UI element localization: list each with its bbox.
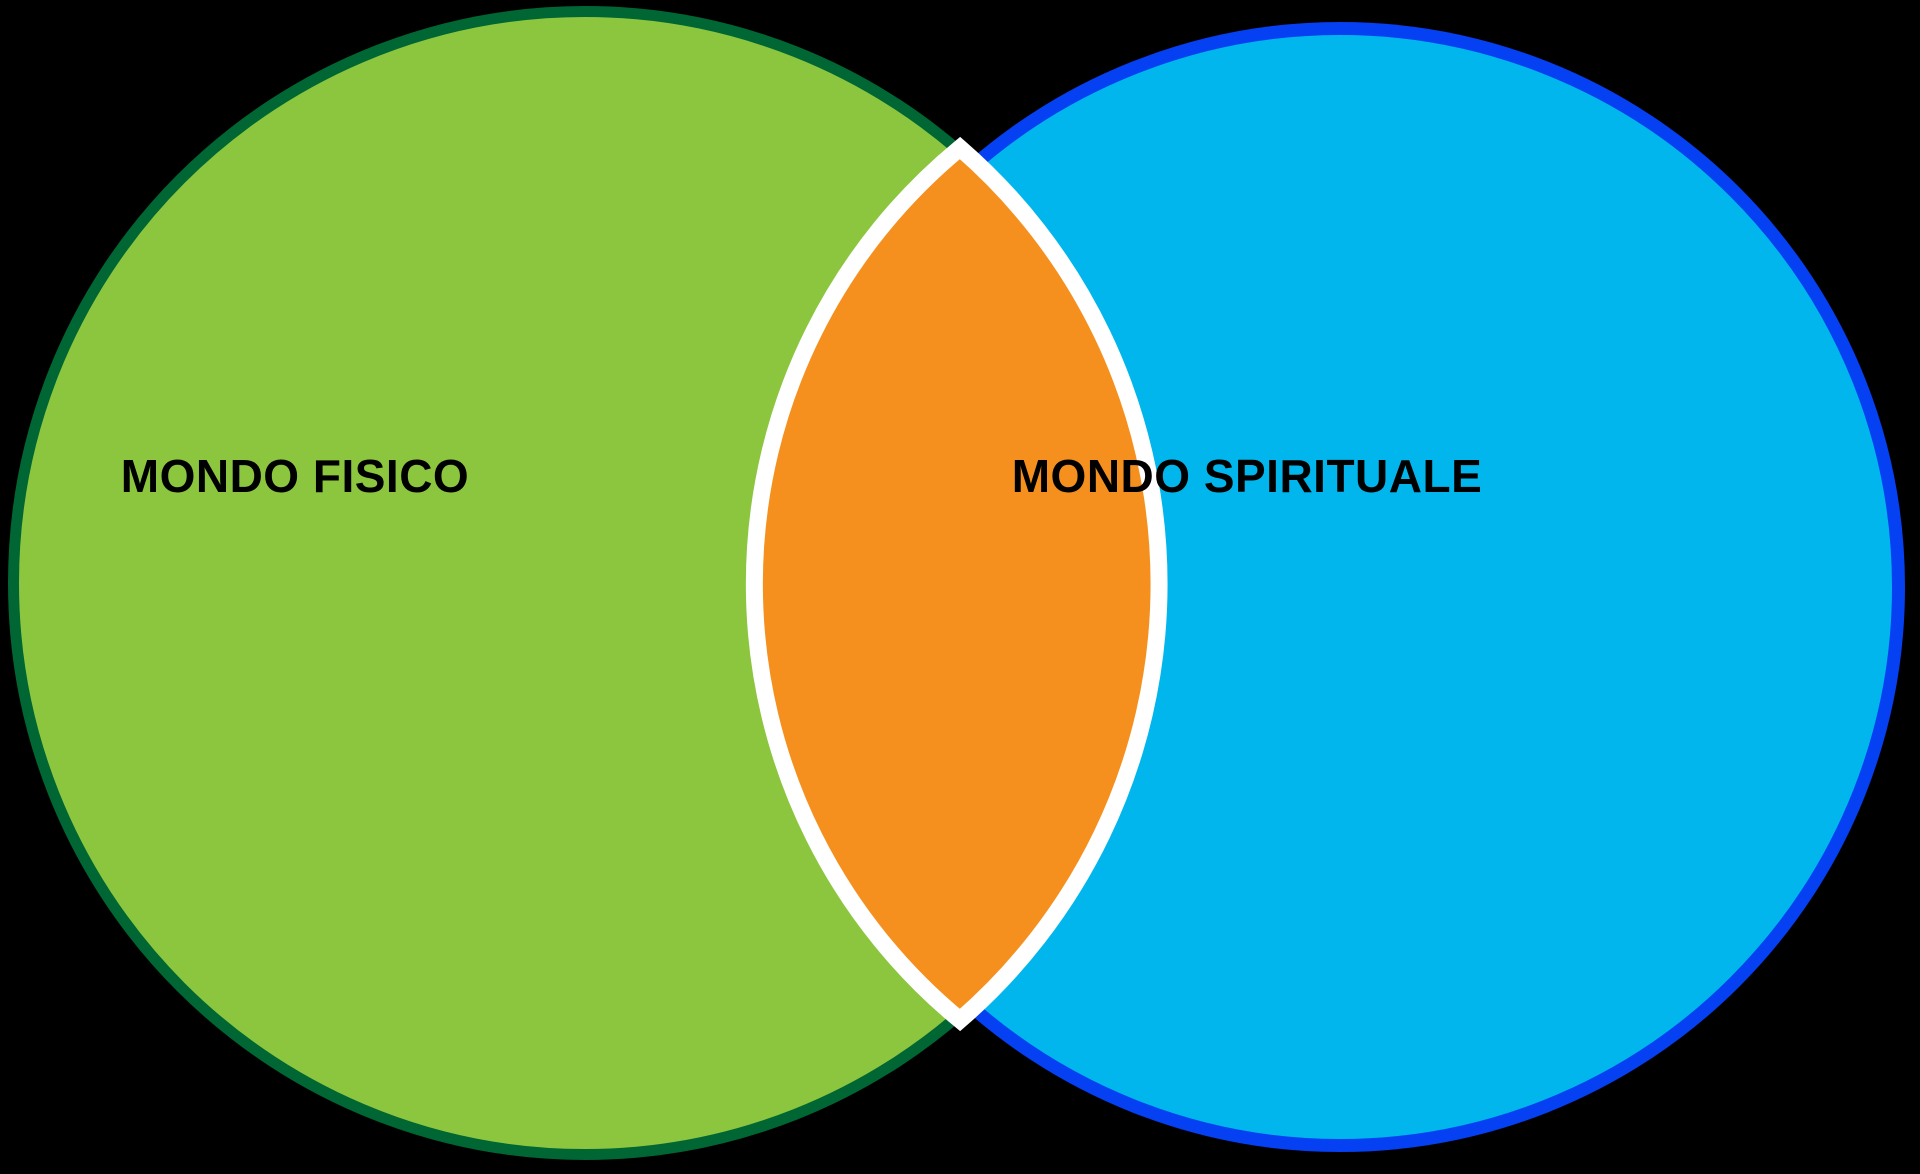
set-intersection-lens[interactable] xyxy=(745,136,1168,1032)
set-label-left: MONDO FISICO xyxy=(121,450,469,502)
set-label-right: MONDO SPIRITUALE xyxy=(1012,450,1483,502)
